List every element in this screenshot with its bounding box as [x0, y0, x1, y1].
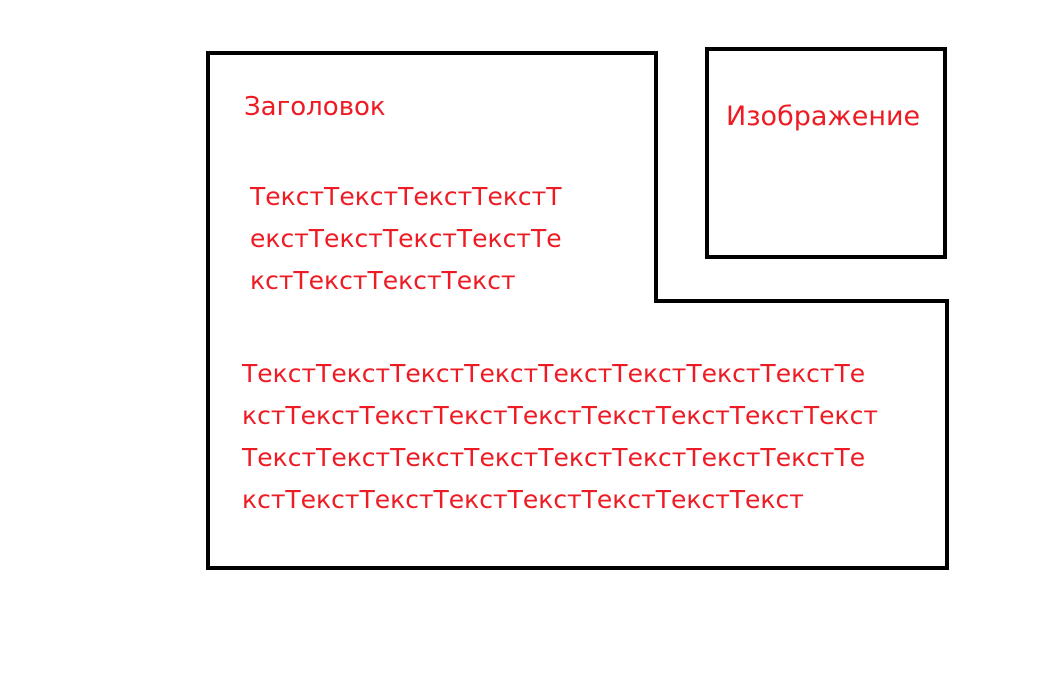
long-text-line: ТекстТекстТекстТекстТекстТекстТекстТекст…	[242, 359, 866, 388]
image-placeholder-box	[705, 47, 947, 259]
heading-label: Заголовок	[244, 92, 386, 122]
long-text-block: ТекстТекстТекстТекстТекстТекстТекстТекст…	[242, 353, 878, 521]
image-placeholder-label: Изображение	[726, 101, 921, 132]
short-text-line: ТекстТекстТекстТекстТ	[250, 182, 562, 211]
long-text-line: кстТекстТекстТекстТекстТекстТекстТекстТе…	[242, 401, 878, 430]
long-text-line: ТекстТекстТекстТекстТекстТекстТекстТекст…	[242, 443, 866, 472]
main-text-block-outline	[206, 51, 949, 570]
long-text-line: кстТекстТекстТекстТекстТекстТекстТекст	[242, 485, 804, 514]
short-text-line: кстТекстТекстТекст	[250, 266, 516, 295]
short-text-line: екстТекстТекстТекстТе	[250, 224, 562, 253]
short-text-block: ТекстТекстТекстТекстТ екстТекстТекстТекс…	[250, 176, 562, 302]
